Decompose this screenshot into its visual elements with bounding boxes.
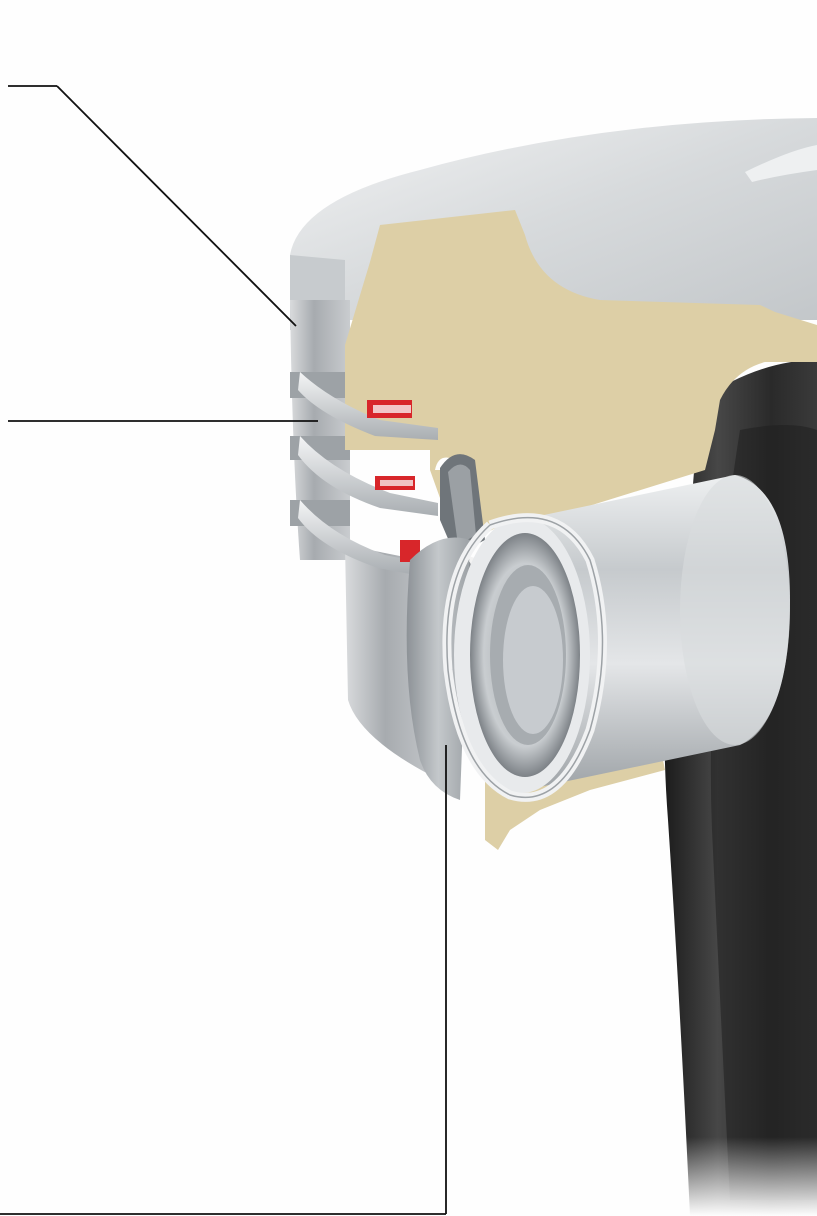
leader-line-piston-crown: [8, 85, 297, 327]
circlip: [442, 513, 607, 802]
leader-line-pin-boss: [0, 745, 447, 1215]
oil-channel: [440, 454, 485, 555]
